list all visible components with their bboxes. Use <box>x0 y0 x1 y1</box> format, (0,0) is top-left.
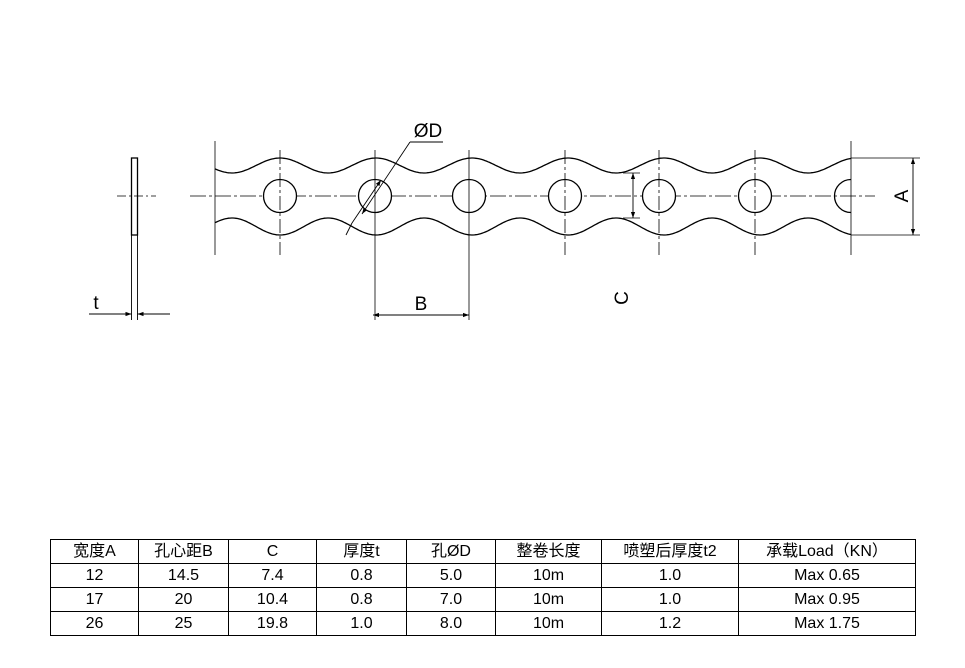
hole-diameter-tail-end <box>345 222 353 236</box>
header-load: 承载Load（KN） <box>738 539 916 564</box>
hole-diameter-label: ØD <box>414 121 443 142</box>
table-header-row: 宽度A 孔心距B C 厚度t 孔ØD 整卷长度 喷塑后厚度t2 承载Load（K… <box>50 539 916 564</box>
table-cell: 20 <box>138 587 229 612</box>
table-cell: 5.0 <box>406 563 496 588</box>
inner-width-label: C <box>612 291 633 305</box>
width-dimension: A <box>851 157 920 236</box>
table-cell: 10.4 <box>228 587 317 612</box>
table-cell: Max 0.95 <box>738 587 916 612</box>
table-cell: 10m <box>495 587 602 612</box>
table-cell: 1.0 <box>601 563 739 588</box>
table-row: 12 14.5 7.4 0.8 5.0 10m 1.0 Max 0.65 <box>50 563 916 588</box>
header-c: C <box>228 539 317 564</box>
strip-hole-partial <box>833 178 852 214</box>
table-cell: 7.0 <box>406 587 496 612</box>
table-cell: 1.0 <box>316 611 407 636</box>
table-cell: 19.8 <box>228 611 317 636</box>
side-view: t <box>89 157 170 320</box>
width-label: A <box>892 189 913 202</box>
pitch-dimension: B <box>373 294 469 318</box>
table-cell: 10m <box>495 563 602 588</box>
table-cell: 0.8 <box>316 563 407 588</box>
table-cell: 8.0 <box>406 611 496 636</box>
table-cell: 12 <box>50 563 139 588</box>
table-cell: 25 <box>138 611 229 636</box>
strip-side-profile <box>130 157 139 236</box>
specification-table: 宽度A 孔心距B C 厚度t 孔ØD 整卷长度 喷塑后厚度t2 承载Load（K… <box>50 539 916 636</box>
front-view <box>190 141 875 320</box>
strip-bottom-edge <box>214 217 852 236</box>
hole-diameter-leader <box>361 141 411 215</box>
table-cell: 1.2 <box>601 611 739 636</box>
header-thickness-t: 厚度t <box>316 539 407 564</box>
table-cell: 17 <box>50 587 139 612</box>
thickness-label: t <box>93 293 99 314</box>
pitch-label: B <box>415 294 428 315</box>
table-row: 26 25 19.8 1.0 8.0 10m 1.2 Max 1.75 <box>50 611 916 636</box>
table-cell: Max 0.65 <box>738 563 916 588</box>
strip-top-edge <box>214 157 852 174</box>
table-cell: 10m <box>495 611 602 636</box>
inner-width-dimension: C <box>612 172 640 305</box>
header-pitch-b: 孔心距B <box>138 539 229 564</box>
table-cell: 0.8 <box>316 587 407 612</box>
table-cell: Max 1.75 <box>738 611 916 636</box>
header-width-a: 宽度A <box>50 539 139 564</box>
table-row: 17 20 10.4 0.8 7.0 10m 1.0 Max 0.95 <box>50 587 916 612</box>
hole-diameter-leader-tail <box>351 179 382 224</box>
header-roll-length: 整卷长度 <box>495 539 602 564</box>
table-cell: 7.4 <box>228 563 317 588</box>
header-hole-diameter: 孔ØD <box>406 539 496 564</box>
hole-diameter-dimension: ØD <box>345 121 443 236</box>
table-cell: 14.5 <box>138 563 229 588</box>
hole-centerlines <box>279 150 756 320</box>
table-cell: 26 <box>50 611 139 636</box>
table-cell: 1.0 <box>601 587 739 612</box>
header-coated-thickness: 喷塑后厚度t2 <box>601 539 739 564</box>
